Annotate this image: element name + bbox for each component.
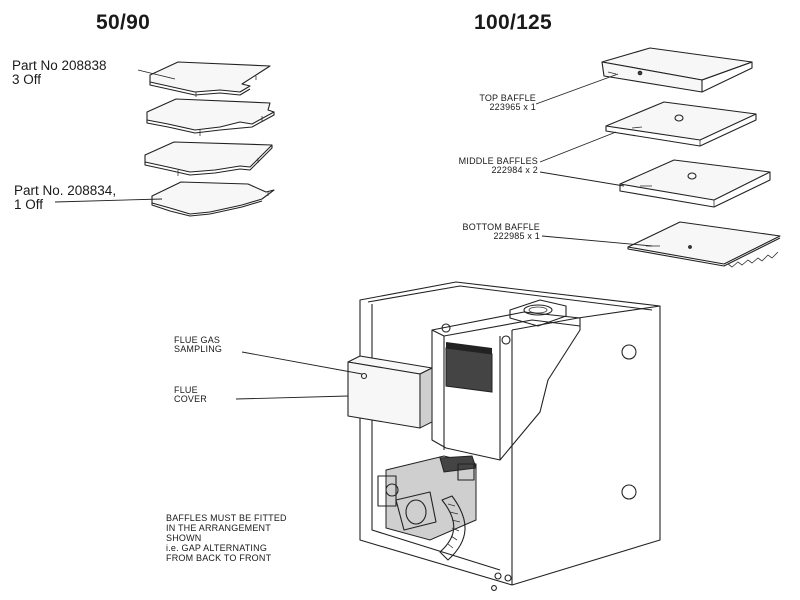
leader-bottom-baffle xyxy=(541,235,653,247)
baffle-fitting-note-line3: SHOWN xyxy=(166,532,202,543)
left-baffle-plate-4 xyxy=(151,181,275,217)
flue-gas-sampling-point xyxy=(360,372,368,380)
side-panel-hole-lower xyxy=(621,484,637,500)
leader-part-208838 xyxy=(137,69,176,80)
leader-part-208834 xyxy=(54,198,163,203)
part-label-208834-quantity: 1 Off xyxy=(14,196,44,212)
heat-exchanger-window xyxy=(445,347,493,393)
label-top-baffle-code: 223965 x 1 xyxy=(489,102,536,113)
label-flue-cover-line1: FLUE xyxy=(174,385,198,395)
baffle-fitting-note-line1: BAFFLES MUST BE FITTED xyxy=(166,513,287,523)
part-label-208838-quantity: 3 Off xyxy=(12,71,42,87)
bottom-baffle-drawing xyxy=(627,221,781,268)
label-flue-gas-sampling: FLUE GAS SAMPLING xyxy=(174,335,223,355)
label-middle-baffles-code: 222984 x 2 xyxy=(491,165,538,176)
boiler-casing-outline xyxy=(359,281,661,586)
part-label-208834: Part No. 208834, 1 Off xyxy=(14,184,116,211)
label-bottom-baffle: BOTTOM BAFFLE 222985 x 1 xyxy=(462,222,540,242)
label-flue-gas-sampling-line1: FLUE GAS xyxy=(174,335,221,345)
baffle-fitting-note-line5: FROM BACK TO FRONT xyxy=(166,552,272,563)
left-baffle-plate-3 xyxy=(144,141,273,176)
leader-flue-cover xyxy=(235,395,349,400)
label-flue-cover-line2: COVER xyxy=(174,394,208,405)
top-baffle-drawing xyxy=(601,47,753,93)
label-bottom-baffle-code: 222985 x 1 xyxy=(493,231,540,242)
boiler-drawing xyxy=(235,281,661,591)
left-baffle-plate-2 xyxy=(146,98,275,136)
part-label-208838: Part No 208838 3 Off xyxy=(12,59,107,86)
heading-50-90: 50/90 xyxy=(96,11,151,34)
label-flue-cover: FLUE COVER xyxy=(174,385,208,405)
flue-cover-drawing xyxy=(347,355,433,429)
left-baffle-plate-1 xyxy=(149,61,271,97)
baffle-fitting-note: BAFFLES MUST BE FITTED IN THE ARRANGEMEN… xyxy=(166,513,287,563)
label-middle-baffles-name: MIDDLE BAFFLES xyxy=(458,156,538,166)
label-middle-baffles: MIDDLE BAFFLES 222984 x 2 xyxy=(458,156,538,176)
flue-spigot xyxy=(523,304,553,316)
part-label-208834-number: Part No. 208834, xyxy=(14,183,117,198)
baffle-fitting-note-line4: i.e. GAP ALTERNATING xyxy=(166,542,268,553)
leader-middle-baffles-1 xyxy=(539,131,617,163)
part-label-208838-number: Part No 208838 xyxy=(12,58,107,73)
label-flue-gas-sampling-line2: SAMPLING xyxy=(174,344,223,355)
heading-100-125: 100/125 xyxy=(474,11,553,34)
leader-middle-baffles-2 xyxy=(539,171,625,187)
middle-baffle-drawing-1 xyxy=(605,101,757,147)
leader-flue-gas-sampling xyxy=(241,351,363,375)
middle-baffle-drawing-2 xyxy=(619,159,771,208)
burner-assembly xyxy=(377,455,477,561)
right-baffle-stack xyxy=(535,47,781,268)
label-top-baffle-name: TOP BAFFLE xyxy=(479,93,536,103)
leader-top-baffle xyxy=(535,73,619,105)
label-top-baffle: TOP BAFFLE 223965 x 1 xyxy=(479,93,536,113)
side-panel-hole-upper xyxy=(621,344,637,360)
left-baffle-stack xyxy=(54,61,275,217)
label-bottom-baffle-name: BOTTOM BAFFLE xyxy=(462,222,540,232)
baffle-fitting-note-line2: IN THE ARRANGEMENT xyxy=(166,522,271,533)
